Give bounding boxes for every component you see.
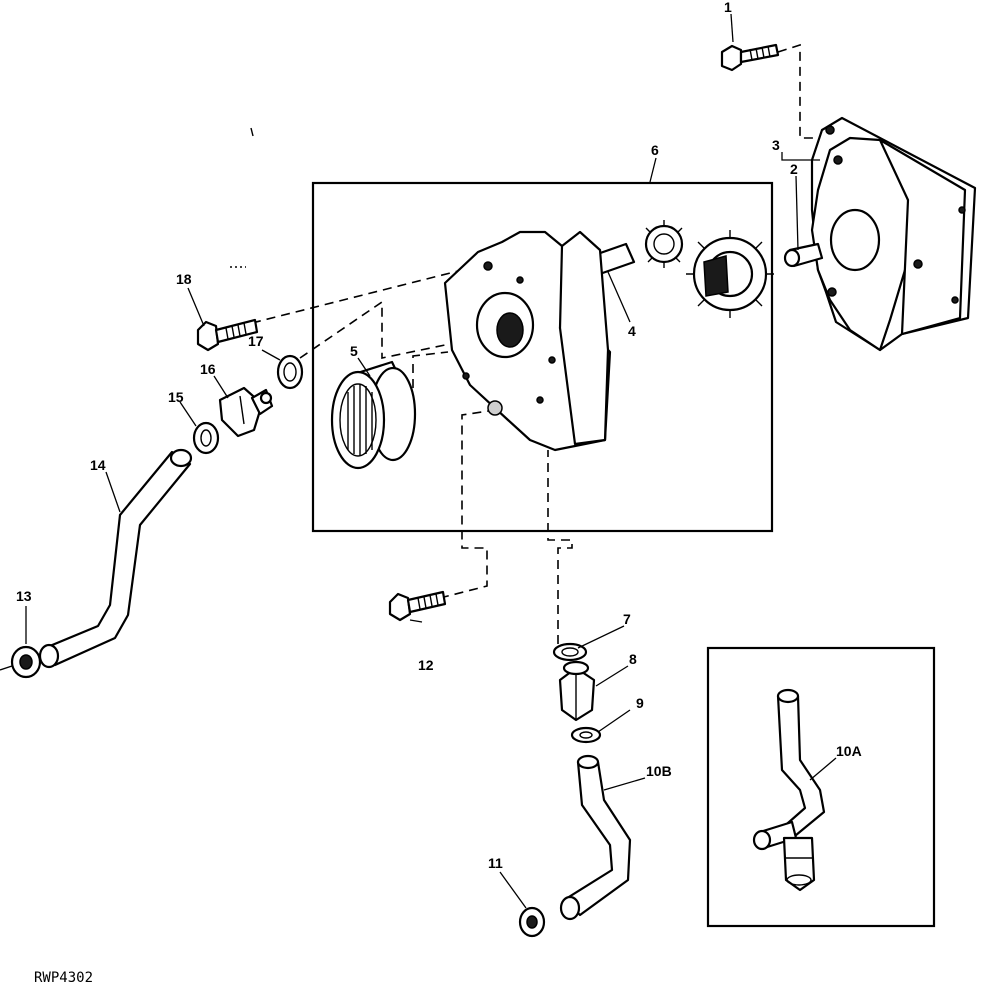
- pump-gear-small: [644, 220, 684, 268]
- callout-leaders: [25, 13, 837, 909]
- callout-7: 7: [623, 611, 631, 627]
- inset-10a-frame: [706, 646, 936, 928]
- part-9-washer: [570, 726, 602, 744]
- callout-4: 4: [628, 323, 636, 339]
- part-15-washer: [192, 421, 220, 455]
- part-14-oil-tube: [38, 448, 193, 669]
- part-18-bolt: [196, 318, 259, 352]
- assembly-dashed-lines: [251, 43, 822, 644]
- callout-10a: 10A: [836, 743, 862, 759]
- callout-16: 16: [200, 361, 216, 377]
- part-11-washer: [518, 906, 546, 938]
- part-17-washer: [276, 354, 304, 390]
- figure-id: RWP4302: [34, 970, 93, 986]
- assembly-6-frame: [311, 181, 774, 533]
- callout-13: 13: [16, 588, 32, 604]
- callout-12: 12: [418, 657, 434, 673]
- callout-11: 11: [488, 855, 503, 871]
- callout-8: 8: [629, 651, 637, 667]
- callout-14: 14: [90, 457, 106, 473]
- part-13-washer: [0, 645, 42, 679]
- callout-6: 6: [651, 142, 659, 158]
- stray-mark: [250, 127, 254, 137]
- callout-1: 1: [724, 0, 732, 15]
- callout-2: 2: [790, 161, 798, 177]
- callout-15: 15: [168, 389, 184, 405]
- part-5-bearing: [330, 360, 417, 470]
- part-16-fitting: [218, 386, 274, 438]
- part-8-fitting: [558, 660, 596, 722]
- callout-9: 9: [636, 695, 644, 711]
- callout-17: 17: [248, 333, 264, 349]
- part-10a-tube: [752, 688, 826, 892]
- part-12-bolt: [388, 590, 447, 622]
- part-3-pump-cover: [810, 116, 977, 352]
- callout-18: 18: [176, 271, 192, 287]
- part-1-bolt: [720, 43, 780, 72]
- pump-body: [443, 230, 612, 452]
- callout-5: 5: [350, 343, 358, 359]
- callout-3: 3: [772, 137, 780, 153]
- callout-10b: 10B: [646, 763, 672, 779]
- part-10b-tube: [559, 754, 632, 921]
- pump-gear-large: [686, 230, 774, 318]
